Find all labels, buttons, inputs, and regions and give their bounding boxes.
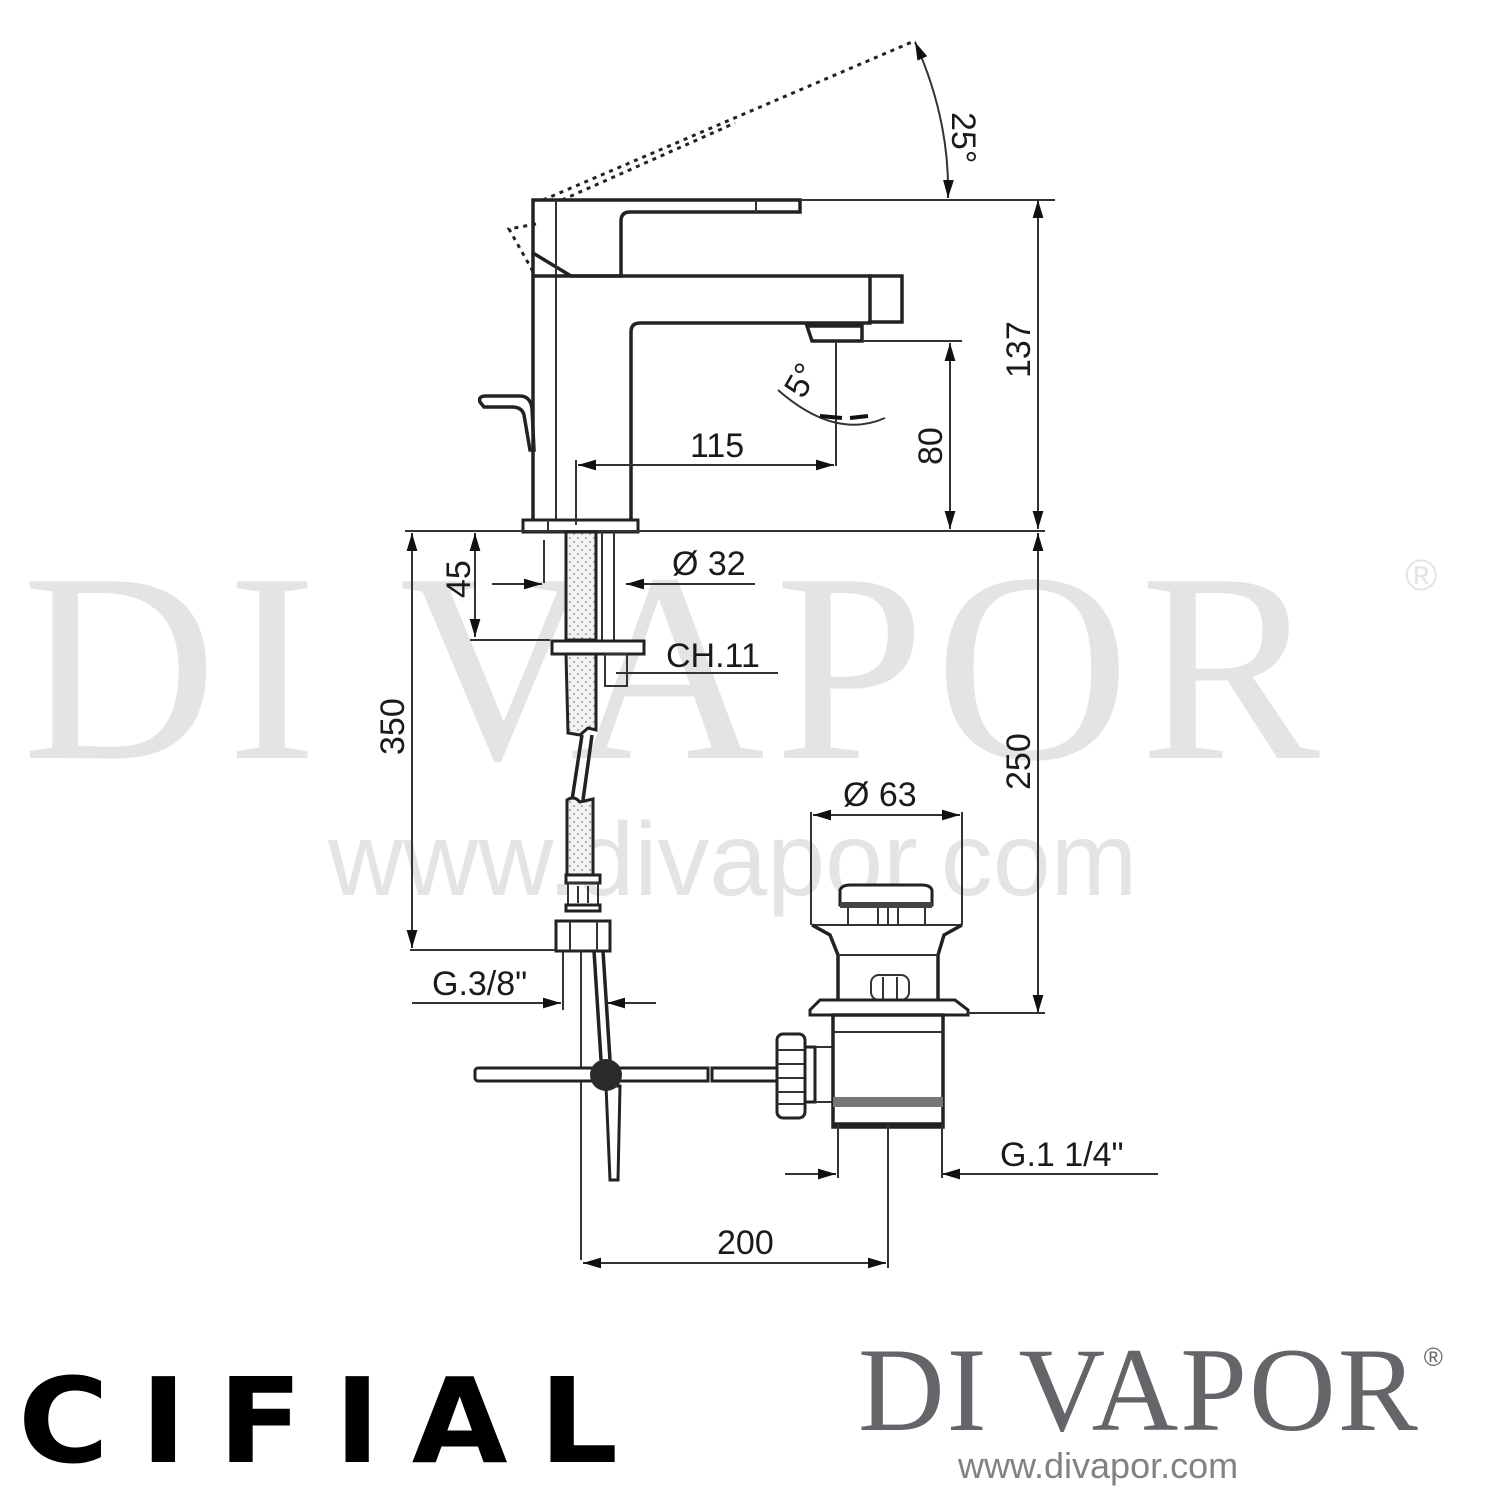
- divapor-logo-text: DI VAPOR: [858, 1323, 1420, 1456]
- dimension-lever-angle: [914, 41, 954, 199]
- label-spout-height: 80: [912, 427, 950, 465]
- aerator: [804, 324, 864, 343]
- label-spout-reach: 115: [690, 427, 744, 465]
- flexible-hose-lower: [565, 796, 595, 877]
- label-waste-thread: G.1 1/4": [1000, 1136, 1124, 1174]
- lever-raised-outline: [542, 40, 916, 202]
- spout: [533, 274, 872, 521]
- lever-handle: [531, 198, 802, 278]
- pull-rod: [477, 394, 536, 452]
- divapor-url: www.divapor.com: [958, 1445, 1239, 1486]
- waste-plug-cap: [838, 883, 934, 907]
- rod-connector: [775, 1032, 807, 1120]
- waste-flange: [808, 998, 970, 1017]
- fixing-nut: [550, 639, 646, 656]
- horizontal-rod-right: [608, 1066, 710, 1083]
- label-spout-tilt: 5°: [777, 357, 826, 404]
- faucet-body: [477, 40, 916, 534]
- divapor-logo: DI VAPOR®: [858, 1330, 1445, 1450]
- label-waste-distance: 200: [717, 1224, 774, 1262]
- waste-assembly: [808, 883, 970, 1129]
- watermark-url: www.divapor.com: [327, 802, 1137, 918]
- below-deck-assembly: [550, 530, 646, 1260]
- label-overall-height: 137: [1000, 321, 1038, 378]
- cifial-logo: CIFIAL: [18, 1352, 650, 1490]
- label-shank-length: 45: [440, 560, 478, 598]
- flexible-hose-upper: [564, 530, 598, 642]
- registered-icon: ®: [1423, 1342, 1445, 1372]
- watermark-brand: DI VAPOR: [22, 518, 1330, 817]
- label-body-diameter: Ø 32: [672, 545, 746, 583]
- fixing-stud: [604, 653, 628, 687]
- label-waste-diameter: Ø 63: [843, 776, 917, 814]
- inlet-nut: [554, 919, 612, 953]
- label-below-deck: 250: [1000, 733, 1038, 790]
- horizontal-rod-left: [473, 1066, 609, 1083]
- watermark-registered-icon: ®: [1405, 551, 1437, 600]
- label-hose-length: 350: [374, 698, 412, 755]
- watermark: DI VAPOR ® www.divapor.com: [22, 518, 1437, 918]
- popup-rod-assembly: [473, 1030, 834, 1182]
- label-inlet-thread: G.3/8": [432, 965, 527, 1003]
- label-lever-angle: 25°: [944, 112, 982, 163]
- vertical-rod: [604, 1084, 622, 1182]
- pivot-ball: [590, 1059, 622, 1091]
- label-spanner-size: CH.11: [666, 637, 760, 675]
